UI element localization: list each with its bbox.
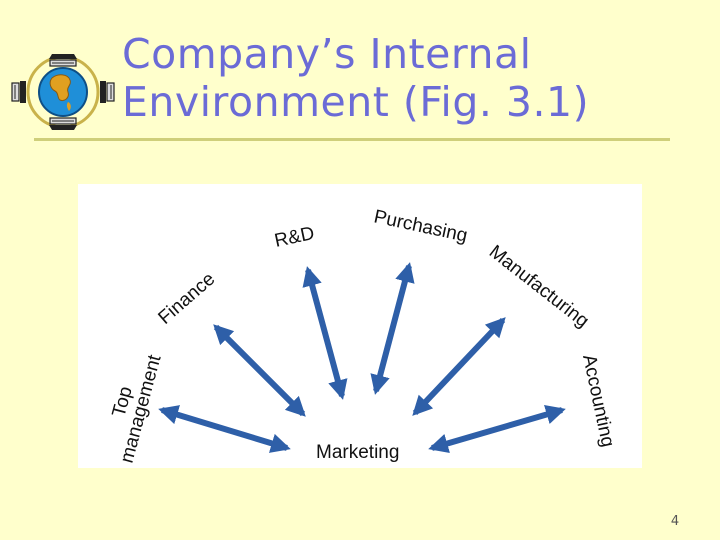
arrow-rd — [302, 266, 348, 400]
title-line-2: Environment (Fig. 3.1) — [122, 78, 590, 126]
title-underline — [34, 138, 670, 141]
slide-title: Company’s Internal Environment (Fig. 3.1… — [122, 30, 682, 126]
label-purchasing: Purchasing — [372, 206, 469, 246]
arrow-top-management — [158, 405, 291, 453]
label-finance: Finance — [155, 269, 220, 329]
arrow-accounting — [428, 404, 566, 454]
globe-satellite-icon — [11, 54, 115, 130]
internal-environment-diagram: Marketing Top management Finance R&D Pur… — [109, 206, 619, 465]
figure-panel: Marketing Top management Finance R&D Pur… — [78, 184, 642, 468]
arrow-manufacturing — [412, 317, 506, 416]
arrow-finance — [213, 324, 306, 417]
label-marketing: Marketing — [316, 442, 399, 463]
label-rd: R&D — [273, 223, 317, 252]
label-accounting: Accounting — [578, 353, 618, 449]
title-line-1: Company’s Internal — [122, 30, 532, 78]
page-number: 4 — [670, 514, 680, 529]
arrow-purchasing — [370, 262, 415, 395]
